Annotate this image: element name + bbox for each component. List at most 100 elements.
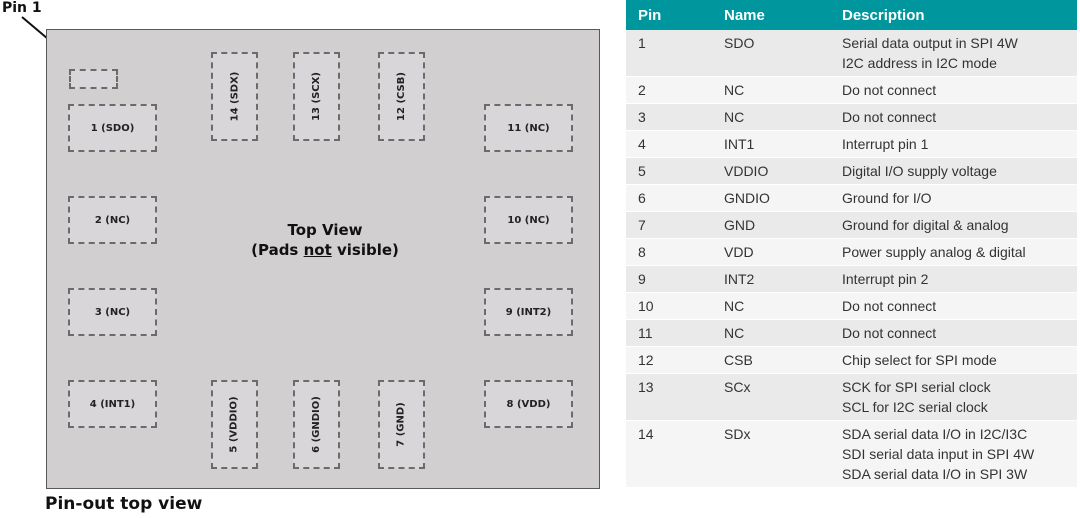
cell-pin: 2 (626, 76, 712, 104)
description-line: SDA serial data I/O in SPI 3W (842, 466, 1028, 482)
cell-name: VDDIO (712, 157, 830, 185)
description-line: Power supply analog & digital (842, 244, 1026, 260)
pad-10: 10 (NC) (484, 196, 573, 244)
pad-13: 13 (SCX) (293, 52, 340, 141)
cell-name: INT2 (712, 265, 830, 293)
pad-label: 8 (VDD) (506, 398, 551, 410)
cell-pin: 12 (626, 346, 712, 374)
description-line: SDI serial data input in SPI 4W (842, 446, 1035, 462)
subtitle-emphasis: not (303, 241, 332, 259)
cell-description: Power supply analog & digital (830, 238, 1077, 266)
cell-name: SCx (712, 373, 830, 421)
cell-pin: 9 (626, 265, 712, 293)
cell-description: Ground for I/O (830, 184, 1077, 212)
cell-description: Do not connect (830, 103, 1077, 131)
cell-description: Interrupt pin 2 (830, 265, 1077, 293)
pad-label: 4 (INT1) (89, 398, 136, 410)
header-pin: Pin (626, 0, 712, 30)
pinout-diagram: Pin 1 1 (SDO) 2 (NC) 3 (NC) 4 (INT1) 11 … (2, 0, 600, 514)
cell-name: VDD (712, 238, 830, 266)
pad-7: 7 (GND) (378, 380, 425, 469)
pad-12: 12 (CSB) (378, 52, 425, 141)
top-view-title: Top View (287, 221, 363, 239)
header-name: Name (712, 0, 830, 30)
cell-description: SDA serial data I/O in I2C/I3C SDI serial… (830, 420, 1077, 488)
cell-name: GND (712, 211, 830, 239)
cell-description: Do not connect (830, 319, 1077, 347)
pad-1: 1 (SDO) (68, 104, 157, 152)
pad-label: 1 (SDO) (90, 122, 135, 134)
pad-6: 6 (GNDIO) (293, 380, 340, 469)
pad-label: 2 (NC) (94, 214, 131, 226)
description-line: SDA serial data I/O in I2C/I3C (842, 426, 1028, 442)
cell-name: NC (712, 103, 830, 131)
description-line: Ground for digital & analog (842, 217, 1009, 233)
pad-3: 3 (NC) (68, 288, 157, 336)
cell-description: Chip select for SPI mode (830, 346, 1077, 374)
cell-pin: 10 (626, 292, 712, 320)
description-line: Interrupt pin 1 (842, 136, 929, 152)
cell-pin: 14 (626, 420, 712, 488)
description-line: Do not connect (842, 82, 937, 98)
description-line: Chip select for SPI mode (842, 352, 997, 368)
description-line: Serial data output in SPI 4W (842, 35, 1018, 51)
cell-pin: 5 (626, 157, 712, 185)
pad-label: 11 (NC) (507, 122, 550, 134)
subtitle-suffix: visible) (331, 241, 399, 259)
description-line: Do not connect (842, 298, 937, 314)
cell-name: CSB (712, 346, 830, 374)
description-line: Do not connect (842, 109, 937, 125)
cell-pin: 13 (626, 373, 712, 421)
pad-2: 2 (NC) (68, 196, 157, 244)
cell-pin: 11 (626, 319, 712, 347)
pin1-label: Pin 1 (2, 0, 42, 16)
pad-14: 14 (SDX) (211, 52, 258, 141)
subtitle-prefix: (Pads (251, 241, 304, 259)
description-line: Interrupt pin 2 (842, 271, 929, 287)
description-line: Do not connect (842, 325, 937, 341)
pad-label: 13 (SCX) (311, 72, 323, 121)
cell-pin: 4 (626, 130, 712, 158)
description-line: SCL for I2C serial clock (842, 399, 988, 415)
pad-5: 5 (VDDIO) (211, 380, 258, 469)
pad-4: 4 (INT1) (68, 380, 157, 428)
pad-label: 6 (GNDIO) (311, 396, 322, 453)
cell-description: Digital I/O supply voltage (830, 157, 1077, 185)
cell-name: NC (712, 76, 830, 104)
cell-pin: 1 (626, 30, 712, 77)
pad-label: 9 (INT2) (505, 306, 552, 318)
cell-description: Interrupt pin 1 (830, 130, 1077, 158)
pad-label: 10 (NC) (507, 214, 550, 226)
pad-label: 12 (CSB) (396, 72, 408, 121)
top-view-label: Top View (Pads not visible) (250, 220, 400, 260)
pad-9: 9 (INT2) (484, 288, 573, 336)
cell-description: Ground for digital & analog (830, 211, 1077, 239)
pad-11: 11 (NC) (484, 104, 573, 152)
pad-label: 5 (VDDIO) (229, 396, 240, 453)
description-line: I2C address in I2C mode (842, 55, 997, 71)
cell-name: NC (712, 319, 830, 347)
pin1-marker (69, 69, 118, 89)
cell-name: INT1 (712, 130, 830, 158)
description-line: SCK for SPI serial clock (842, 379, 991, 395)
diagram-caption: Pin-out top view (45, 494, 203, 514)
cell-description: Do not connect (830, 292, 1077, 320)
pad-8: 8 (VDD) (484, 380, 573, 428)
header-description: Description (830, 0, 1077, 30)
cell-name: SDO (712, 30, 830, 77)
